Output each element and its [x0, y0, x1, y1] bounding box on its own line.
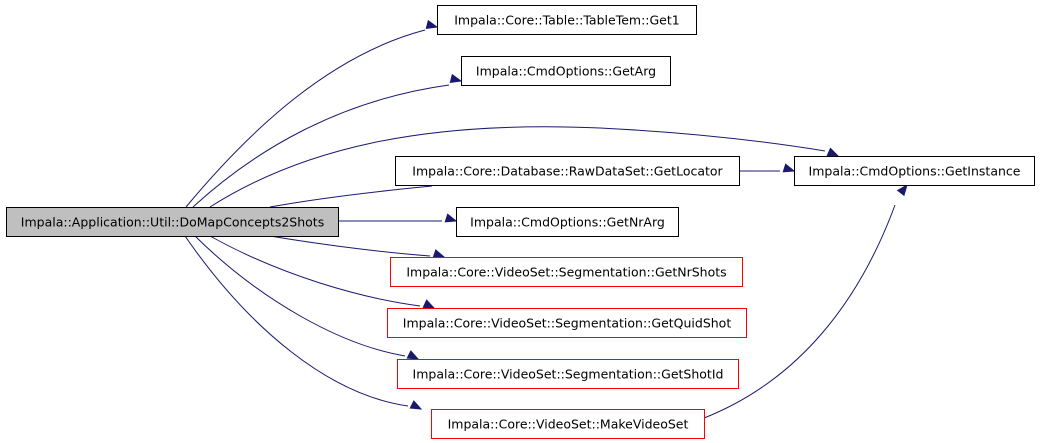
node-label: Impala::Core::Database::RawDataSet::GetL…	[412, 164, 723, 179]
node-getnrarg[interactable]: Impala::CmdOptions::GetNrArg	[456, 207, 679, 237]
arrowhead-icon	[422, 299, 436, 309]
node-label: Impala::CmdOptions::GetNrArg	[470, 215, 665, 230]
arrowhead-icon	[432, 249, 446, 259]
edge-line	[269, 185, 433, 208]
arrowhead-icon	[444, 213, 458, 223]
node-label: Impala::CmdOptions::GetArg	[476, 64, 656, 79]
edge-line	[269, 235, 431, 257]
node-getshotid[interactable]: Impala::Core::VideoSet::Segmentation::Ge…	[397, 359, 739, 389]
edge-root-to-getarg	[192, 73, 463, 208]
node-box	[456, 207, 679, 237]
node-box	[390, 257, 743, 287]
node-makevideoset[interactable]: Impala::Core::VideoSet::MakeVideoSet	[431, 409, 705, 439]
node-root[interactable]: Impala::Application::Util::DoMapConcepts…	[6, 207, 339, 237]
edge-root-to-makevideoset	[184, 235, 423, 410]
edge-line	[185, 29, 426, 208]
edge-root-to-getnrshots	[269, 235, 446, 259]
arrowhead-icon	[826, 147, 840, 157]
node-label: Impala::CmdOptions::GetInstance	[809, 164, 1021, 179]
node-box	[387, 308, 747, 338]
arrowhead-icon	[425, 19, 439, 30]
arrowhead-icon	[449, 73, 463, 84]
edge-root-to-getnrarg	[338, 213, 458, 223]
node-label: Impala::Core::Table::TableTem::Get1	[454, 13, 679, 28]
node-box	[431, 409, 705, 439]
node-label: Impala::Core::VideoSet::Segmentation::Ge…	[406, 265, 726, 280]
node-box	[794, 156, 1035, 186]
nodes-layer: Impala::Application::Util::DoMapConcepts…	[6, 5, 1035, 439]
node-label: Impala::Application::Util::DoMapConcepts…	[21, 215, 324, 230]
node-get1[interactable]: Impala::Core::Table::TableTem::Get1	[437, 5, 697, 35]
arrowhead-icon	[896, 183, 908, 197]
edge-line	[703, 204, 896, 419]
node-box	[461, 56, 671, 86]
node-box	[397, 359, 739, 389]
arrowhead-icon	[409, 400, 423, 410]
node-getquidshot[interactable]: Impala::Core::VideoSet::Segmentation::Ge…	[387, 308, 747, 338]
arrowhead-icon	[782, 163, 796, 173]
edge-getlocator-to-getinstance	[739, 163, 796, 173]
node-getnrshots[interactable]: Impala::Core::VideoSet::Segmentation::Ge…	[390, 257, 743, 287]
edge-line	[192, 84, 450, 208]
edge-root-to-getshotid	[194, 235, 420, 360]
node-getlocator[interactable]: Impala::Core::Database::RawDataSet::GetL…	[395, 156, 740, 186]
edge-line	[209, 126, 826, 208]
edge-line	[194, 235, 406, 357]
node-box	[6, 207, 339, 237]
edge-line	[209, 235, 421, 307]
node-getarg[interactable]: Impala::CmdOptions::GetArg	[461, 56, 671, 86]
node-box	[437, 5, 697, 35]
edge-root-to-getinstance	[209, 126, 840, 208]
edge-root-to-get1	[185, 19, 439, 208]
arrowhead-icon	[406, 350, 420, 360]
edge-root-to-getquidshot	[209, 235, 436, 309]
node-box	[395, 156, 740, 186]
edge-line	[184, 235, 409, 407]
node-label: Impala::Core::VideoSet::Segmentation::Ge…	[413, 367, 724, 382]
node-label: Impala::Core::VideoSet::Segmentation::Ge…	[403, 316, 732, 331]
node-label: Impala::Core::VideoSet::MakeVideoSet	[448, 417, 689, 432]
edge-makevideoset-to-getinstance	[703, 183, 908, 419]
node-getinstance[interactable]: Impala::CmdOptions::GetInstance	[794, 156, 1035, 186]
